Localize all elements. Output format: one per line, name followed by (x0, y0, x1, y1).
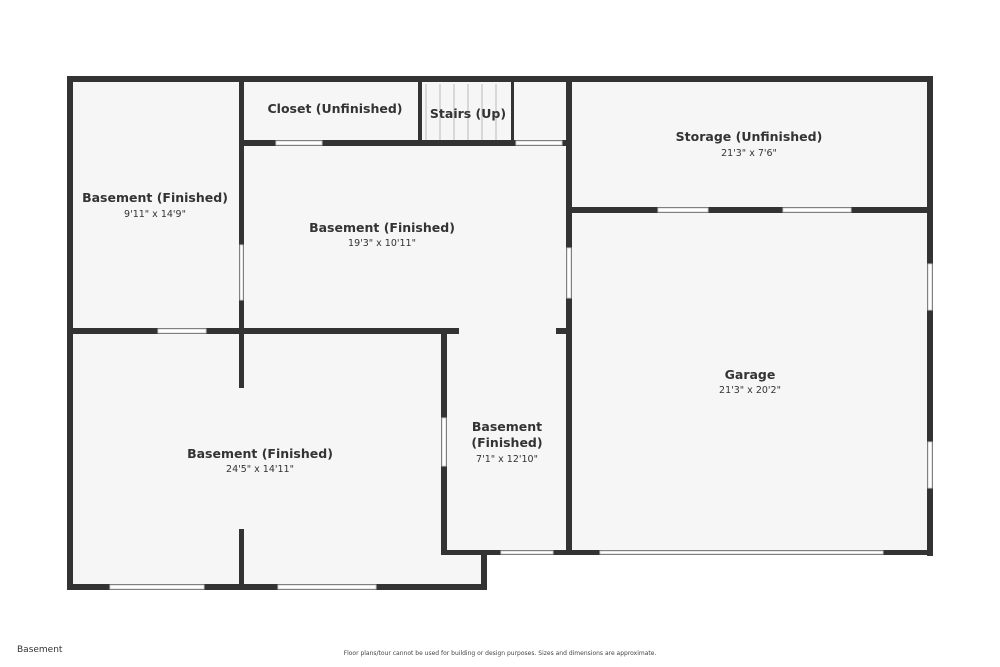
door-left-room (239, 244, 244, 301)
basement-small-name-2: (Finished) (471, 435, 542, 450)
door-small-bottom (500, 550, 554, 555)
wall-storage-bottom (570, 207, 930, 213)
basement-center-name: Basement (Finished) (309, 220, 455, 235)
wall-step (481, 550, 487, 590)
wall-v-left-upper (239, 80, 244, 334)
window-bottom-1 (109, 584, 205, 590)
garage-dims: 21'3" x 20'2" (719, 385, 781, 396)
wall-h-middle (70, 328, 459, 334)
basement-bottom-name: Basement (Finished) (187, 446, 333, 461)
door-center-right (566, 247, 572, 299)
basement-small-name-1: Basement (472, 419, 542, 434)
wall-v-left-bottom (239, 529, 244, 586)
openings (109, 140, 933, 590)
closet-name: Closet (Unfinished) (268, 101, 403, 116)
door-storage-2 (782, 207, 852, 213)
room-labels: Closet (Unfinished) Stairs (Up) Storage … (82, 101, 822, 475)
wall-bottom-left (67, 584, 487, 590)
basement-center-dims: 19'3" x 10'11" (348, 238, 416, 249)
garage-door (599, 550, 884, 555)
wall-v-center (566, 80, 572, 554)
basement-left-dims: 9'11" x 14'9" (124, 209, 186, 220)
basement-bottom-dims: 24'5" x 14'11" (226, 464, 294, 475)
storage-name: Storage (Unfinished) (676, 129, 823, 144)
window-garage-1 (927, 263, 933, 311)
stairs-name: Stairs (Up) (430, 106, 506, 121)
wall-h-stub (556, 328, 568, 334)
floor-area (70, 80, 930, 586)
stair-treads (425, 84, 497, 140)
door-left-middle (157, 328, 207, 334)
window-bottom-2 (277, 584, 377, 590)
wall-right (927, 76, 933, 556)
wall-v-left-lower (239, 334, 244, 388)
floor-label: Basement (17, 645, 63, 655)
garage-name: Garage (725, 367, 776, 382)
basement-left-name: Basement (Finished) (82, 190, 228, 205)
wall-stairs-right (511, 80, 514, 142)
storage-dims: 21'3" x 7'6" (721, 148, 777, 159)
door-inner (441, 417, 447, 467)
door-stairs (515, 140, 563, 146)
door-closet (275, 140, 323, 146)
wall-closet-bottom (242, 140, 571, 146)
door-storage-1 (657, 207, 709, 213)
window-garage-2 (927, 441, 933, 489)
wall-top (67, 76, 933, 82)
disclaimer: Floor plans/tour cannot be used for buil… (343, 650, 657, 657)
basement-small-dims: 7'1" x 12'10" (476, 454, 538, 465)
wall-closet-stairs (418, 80, 422, 144)
